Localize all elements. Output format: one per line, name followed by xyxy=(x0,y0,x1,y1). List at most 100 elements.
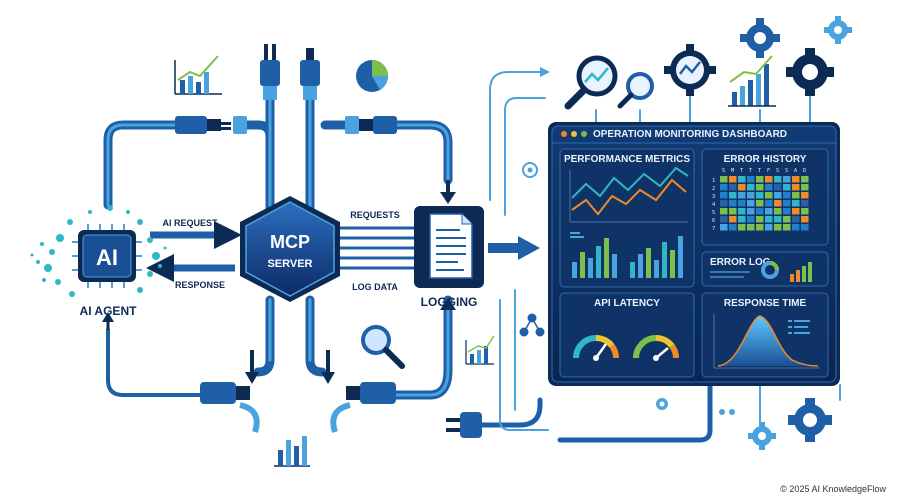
row-number-label: 5 xyxy=(712,210,715,216)
row-number-label: 4 xyxy=(712,202,716,208)
error-history-title: ERROR HISTORY xyxy=(724,154,807,165)
heatmap-cell xyxy=(729,200,737,207)
ai-request-label: AI REQUEST xyxy=(162,218,218,228)
response-time-panel: RESPONSE TIME xyxy=(701,292,829,378)
heatmap-cell xyxy=(765,208,773,215)
heatmap-cell xyxy=(792,200,800,207)
heatmap-cell xyxy=(756,224,764,231)
line-chart-icon xyxy=(174,55,222,95)
heatmap-cell xyxy=(720,176,728,183)
api-latency-title: API LATENCY xyxy=(594,298,660,309)
logging-node: LOGGING xyxy=(414,206,484,309)
heatmap-cell xyxy=(756,176,764,183)
gear-icon xyxy=(788,398,832,442)
gear-icon xyxy=(824,16,852,44)
row-number-label: 2 xyxy=(712,186,715,192)
heatmap-cell xyxy=(720,200,728,207)
bar-chart-icon xyxy=(728,55,776,107)
heatmap-cell xyxy=(747,200,755,207)
heatmap-cell xyxy=(765,200,773,207)
heatmap-cell xyxy=(783,184,791,191)
heatmap-cell xyxy=(783,208,791,215)
heatmap-cell xyxy=(729,192,737,199)
weekday-label: D xyxy=(803,168,806,174)
heatmap-cell xyxy=(765,184,773,191)
cable-connectors xyxy=(175,44,482,438)
gear-icon xyxy=(740,18,780,58)
metric-line-teal xyxy=(571,166,689,199)
power-plug-icon xyxy=(446,412,482,438)
heatmap-cell xyxy=(774,216,782,223)
heatmap-cell xyxy=(747,176,755,183)
settings-sliders-icon xyxy=(719,409,735,415)
heatmap-cell xyxy=(792,176,800,183)
requests-arrows xyxy=(340,226,420,270)
heatmap-cell xyxy=(801,216,809,223)
heatmap-cell xyxy=(756,216,764,223)
heatmap-cell xyxy=(747,184,755,191)
gauge-icon xyxy=(573,335,619,361)
top-plug-icon xyxy=(300,48,320,100)
heatmap-cell xyxy=(774,224,782,231)
plug-icon xyxy=(175,116,247,134)
heatmap-cell xyxy=(792,224,800,231)
heatmap-cell xyxy=(738,192,746,199)
bottom-plug-icon xyxy=(330,382,396,433)
ai-agent-label: AI AGENT xyxy=(80,304,138,318)
mcp-subtitle: SERVER xyxy=(267,258,312,270)
performance-metrics-panel: PERFORMANCE METRICS xyxy=(559,148,695,288)
network-node-icon xyxy=(519,313,545,337)
heatmap-cell xyxy=(756,208,764,215)
heatmap-cell xyxy=(774,192,782,199)
heatmap-cell xyxy=(720,208,728,215)
pie-chart-icon xyxy=(356,60,389,92)
mini-bars xyxy=(790,262,812,282)
heatmap-cell xyxy=(801,192,809,199)
heatmap-cell xyxy=(756,192,764,199)
heatmap-cell xyxy=(765,216,773,223)
heatmap-cell xyxy=(783,176,791,183)
heatmap-cell xyxy=(801,184,809,191)
heatmap-cell xyxy=(792,208,800,215)
target-icon xyxy=(522,162,538,178)
top-plug-icon xyxy=(260,44,280,100)
heatmap-cell xyxy=(738,200,746,207)
heatmap-cell xyxy=(801,208,809,215)
heatmap-cell xyxy=(720,184,728,191)
heatmap-cell xyxy=(783,216,791,223)
row-number-label: 1 xyxy=(712,178,715,184)
gear-icon xyxy=(656,398,668,410)
response-distribution xyxy=(718,316,818,366)
donut-icon xyxy=(761,261,779,279)
document-icon xyxy=(429,213,473,279)
heatmap-cell xyxy=(747,224,755,231)
gear-icon xyxy=(786,48,834,96)
api-latency-panel: API LATENCY xyxy=(559,292,695,378)
performance-metrics-title: PERFORMANCE METRICS xyxy=(564,154,690,165)
requests-label: REQUESTS xyxy=(350,210,400,220)
heatmap-cell xyxy=(738,208,746,215)
heatmap-cell xyxy=(738,176,746,183)
heatmap-cell xyxy=(729,184,737,191)
heatmap-cell xyxy=(783,192,791,199)
weekday-label: M xyxy=(731,168,735,174)
response-label: RESPONSE xyxy=(175,280,225,290)
mcp-server-node: MCP SERVER xyxy=(240,196,340,302)
bottom-plug-icon xyxy=(200,382,260,433)
heatmap-cell xyxy=(720,192,728,199)
weekday-label: T xyxy=(758,168,762,174)
bar-chart-icon xyxy=(274,436,310,467)
heatmap-cell xyxy=(765,192,773,199)
particle-cloud xyxy=(30,205,167,297)
error-heatmap xyxy=(720,176,809,231)
gauge-icon xyxy=(633,335,679,361)
heatmap-cell xyxy=(729,176,737,183)
metric-line-orange xyxy=(571,178,687,216)
flow-arrows xyxy=(102,180,540,384)
copyright-footer: © 2025 AI KnowledgeFlow xyxy=(780,484,886,494)
search-analytics-icon xyxy=(564,55,618,110)
row-number-label: 6 xyxy=(712,218,715,224)
heatmap-cell xyxy=(765,176,773,183)
